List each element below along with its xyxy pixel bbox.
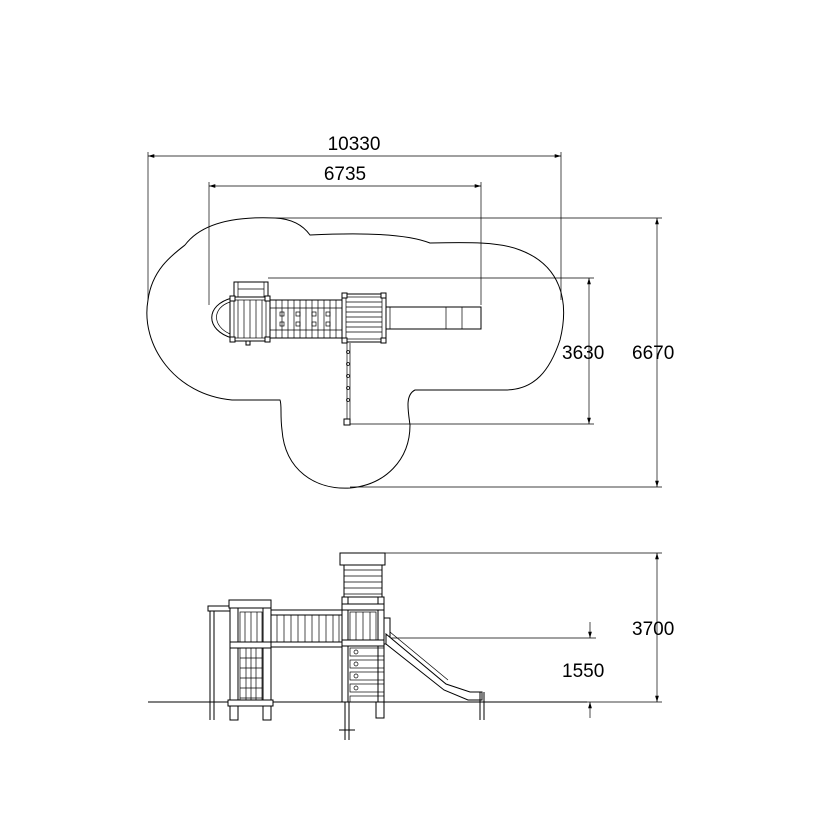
plan-view: 10330 6735 3630 6670	[146, 134, 674, 489]
dimension-total-height: 3700	[385, 552, 674, 703]
elev-left-post	[207, 605, 231, 720]
plan-left-tower	[211, 281, 271, 346]
plan-bridge	[269, 299, 343, 339]
elevation-view: 3700 1550	[148, 552, 674, 740]
plan-slide	[385, 306, 482, 330]
dim-label-platform-height: 1550	[562, 661, 604, 682]
elev-left-tower	[227, 599, 274, 721]
dim-label-total-height: 3700	[632, 619, 674, 640]
dimension-overall-depth: 6670	[275, 217, 674, 488]
elev-right-tower	[339, 552, 386, 740]
plan-right-tower	[341, 292, 387, 344]
dimension-structure-width: 6735	[208, 164, 482, 305]
safety-zone-outline	[146, 217, 565, 489]
dimension-overall-width: 10330	[147, 134, 562, 300]
elev-slide	[383, 617, 485, 720]
dim-label-overall-width: 10330	[328, 134, 381, 155]
dimension-structure-depth: 3630	[268, 277, 604, 425]
elev-bridge	[270, 609, 345, 648]
dimension-platform-height: 1550	[387, 622, 604, 718]
dim-label-structure-depth: 3630	[562, 343, 604, 364]
plan-climbing-pole	[343, 343, 351, 426]
dim-label-structure-width: 6735	[324, 164, 366, 185]
dim-label-overall-depth: 6670	[632, 343, 674, 364]
